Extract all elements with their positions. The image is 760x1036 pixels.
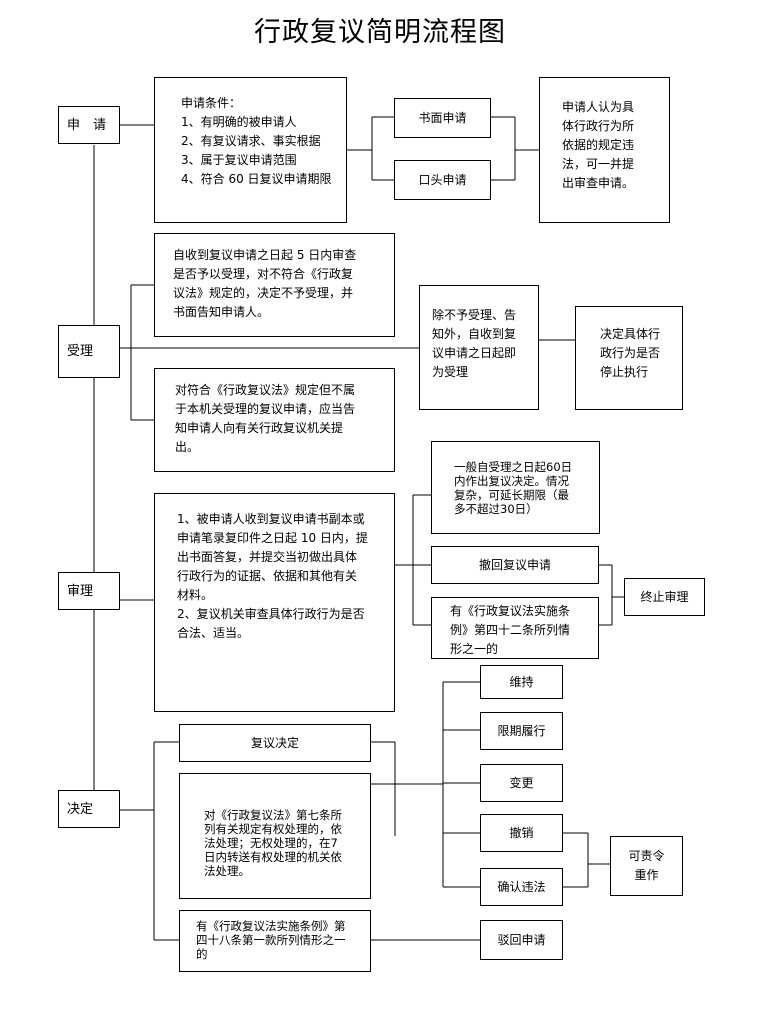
article42-line: 例》第四十二条所列情 — [450, 623, 571, 637]
order-redo-box: 可责令 重作 — [610, 836, 683, 896]
review-content-box: 1、被申请人收到复议申请书副本或 申请笔录复印件之日起 10 日内，提 出书面答… — [154, 493, 395, 712]
withdraw-box: 撤回复议申请 — [431, 546, 599, 584]
terminate-review-box: 终止审理 — [624, 578, 705, 616]
review-content-line: 出书面答复，并提交当初做出具体 — [177, 550, 358, 564]
article48-line: 有《行政复议法实施条例》第 — [196, 919, 346, 933]
review-content-line: 2、复议机关审查具体行政行为是否 — [177, 607, 365, 621]
joint-review-note-line: 出审查申请。 — [562, 176, 635, 190]
suspend-execution-line: 停止执行 — [600, 365, 649, 379]
review-content-line: 申请笔录复印件之日起 10 日内，提 — [177, 531, 368, 545]
written-application-label: 书面申请 — [418, 110, 467, 125]
joint-review-note-line: 依据的规定违 — [562, 138, 635, 152]
review-content-line: 行政行为的证据、依据和其他有关 — [177, 569, 358, 583]
apply-conditions-line: 1、有明确的被申请人 — [181, 115, 297, 129]
not-in-scope-line: 对符合《行政复议法》规定但不属 — [175, 383, 356, 397]
apply-conditions-line: 3、属于复议申请范围 — [181, 153, 297, 167]
outcome-deadline-perform-box: 限期履行 — [480, 712, 563, 750]
stage-review: 审理 — [58, 572, 120, 610]
stage-accept: 受理 — [58, 325, 120, 378]
review-content-line: 1、被申请人收到复议申请书副本或 — [177, 512, 365, 526]
outcome-revoke-box: 撤销 — [480, 814, 563, 852]
outcome-label: 确认违法 — [497, 879, 546, 894]
review-content-line: 合法、适当。 — [177, 626, 250, 640]
suspend-execution-line: 政行为是否 — [600, 346, 661, 360]
decision-deadline-line: 内作出复议决定。情况 — [454, 474, 569, 488]
apply-conditions-box: 申请条件： 1、有明确的被申请人 2、有复议请求、事实根据 3、属于复议申请范围… — [154, 77, 347, 223]
deemed-accept-line: 知外，自收到复 — [432, 327, 517, 341]
deemed-accept-line: 议申请之日起即 — [432, 346, 517, 360]
deemed-accept-line: 为受理 — [432, 365, 469, 379]
transfer-line: 法处理。 — [204, 864, 250, 878]
decision-deadline-line: 复杂，可延长期限（最 — [454, 488, 569, 502]
not-in-scope-line: 出。 — [175, 440, 200, 454]
decision-deadline-box: 一般自受理之日起60日 内作出复议决定。情况 复杂，可延长期限（最 多不超过30… — [431, 441, 600, 534]
apply-conditions-line: 4、符合 60 日复议申请期限 — [181, 172, 332, 186]
review-content-line: 材料。 — [177, 588, 214, 602]
not-in-scope-box: 对符合《行政复议法》规定但不属 于本机关受理的复议申请，应当告 知申请人向有关行… — [154, 368, 395, 472]
no-accept-line: 书面告知申请人。 — [173, 305, 270, 319]
article48-box: 有《行政复议法实施条例》第 四十八条第一款所列情形之一 的 — [179, 910, 371, 972]
terminate-review-label: 终止审理 — [640, 589, 689, 604]
article42-line: 有《行政复议法实施条 — [450, 604, 571, 618]
article42-line: 形之一的 — [450, 642, 499, 656]
joint-review-note-line: 体行政行为所 — [562, 119, 635, 133]
transfer-box: 对《行政复议法》第七条所 列有关规定有权处理的，依 法处理；无权处理的，在7 日… — [179, 773, 371, 899]
apply-conditions-line: 申请条件： — [181, 96, 242, 110]
decision-deadline-line: 一般自受理之日起60日 — [454, 460, 573, 474]
no-accept-box: 自收到复议申请之日起 5 日内审查 是否予以受理，对不符合《行政复 议法》规定的… — [154, 233, 395, 337]
order-redo-line: 重作 — [634, 868, 659, 882]
article42-box: 有《行政复议法实施条 例》第四十二条所列情 形之一的 — [431, 597, 599, 659]
suspend-execution-box: 决定具体行 政行为是否 停止执行 — [575, 306, 683, 410]
reject-application-label: 驳回申请 — [497, 932, 546, 947]
order-redo-line: 可责令 — [628, 849, 665, 863]
reject-application-box: 驳回申请 — [480, 920, 563, 960]
outcome-label: 撤销 — [509, 825, 534, 840]
review-decision-box: 复议决定 — [179, 724, 371, 762]
no-accept-line: 是否予以受理，对不符合《行政复 — [173, 267, 354, 281]
deemed-accept-line: 除不予受理、告 — [432, 308, 517, 322]
transfer-line: 日内转送有权处理的机关依 — [204, 850, 342, 864]
deemed-accept-box: 除不予受理、告 知外，自收到复 议申请之日起即 为受理 — [419, 285, 539, 410]
no-accept-line: 议法》规定的，决定不予受理，并 — [173, 286, 354, 300]
oral-application-label: 口头申请 — [418, 172, 467, 187]
suspend-execution-line: 决定具体行 — [600, 327, 661, 341]
apply-conditions-line: 2、有复议请求、事实根据 — [181, 134, 321, 148]
article48-line: 四十八条第一款所列情形之一 — [196, 933, 346, 947]
stage-decide: 决定 — [58, 790, 120, 828]
article48-line: 的 — [196, 947, 208, 961]
not-in-scope-line: 于本机关受理的复议申请，应当告 — [175, 402, 356, 416]
no-accept-line: 自收到复议申请之日起 5 日内审查 — [173, 248, 357, 262]
stage-accept-label: 受理 — [67, 344, 94, 359]
outcome-label: 限期履行 — [497, 723, 546, 738]
review-decision-label: 复议决定 — [250, 735, 299, 750]
withdraw-label: 撤回复议申请 — [478, 557, 551, 572]
oral-application-box: 口头申请 — [394, 160, 491, 200]
outcome-label: 变更 — [509, 775, 534, 790]
stage-apply-label: 申 请 — [67, 117, 107, 133]
outcome-label: 维持 — [509, 674, 534, 689]
outcome-uphold-box: 维持 — [480, 665, 563, 699]
stage-decide-label: 决定 — [67, 801, 94, 817]
page-title: 行政复议简明流程图 — [254, 17, 506, 48]
joint-review-note-line: 申请人认为具 — [562, 100, 635, 114]
transfer-line: 法处理；无权处理的，在7 — [204, 836, 338, 850]
joint-review-note-line: 法，可一并提 — [562, 157, 635, 171]
not-in-scope-line: 知申请人向有关行政复议机关提 — [175, 421, 344, 435]
transfer-line: 列有关规定有权处理的，依 — [204, 822, 342, 836]
joint-review-note-box: 申请人认为具 体行政行为所 依据的规定违 法，可一并提 出审查申请。 — [539, 77, 670, 223]
written-application-box: 书面申请 — [394, 98, 491, 138]
stage-apply: 申 请 — [58, 106, 120, 144]
stage-review-label: 审理 — [67, 583, 94, 599]
outcome-confirm-illegal-box: 确认违法 — [480, 868, 563, 906]
outcome-modify-box: 变更 — [480, 764, 563, 802]
transfer-line: 对《行政复议法》第七条所 — [204, 808, 342, 822]
decision-deadline-line: 多不超过30日） — [454, 502, 538, 516]
